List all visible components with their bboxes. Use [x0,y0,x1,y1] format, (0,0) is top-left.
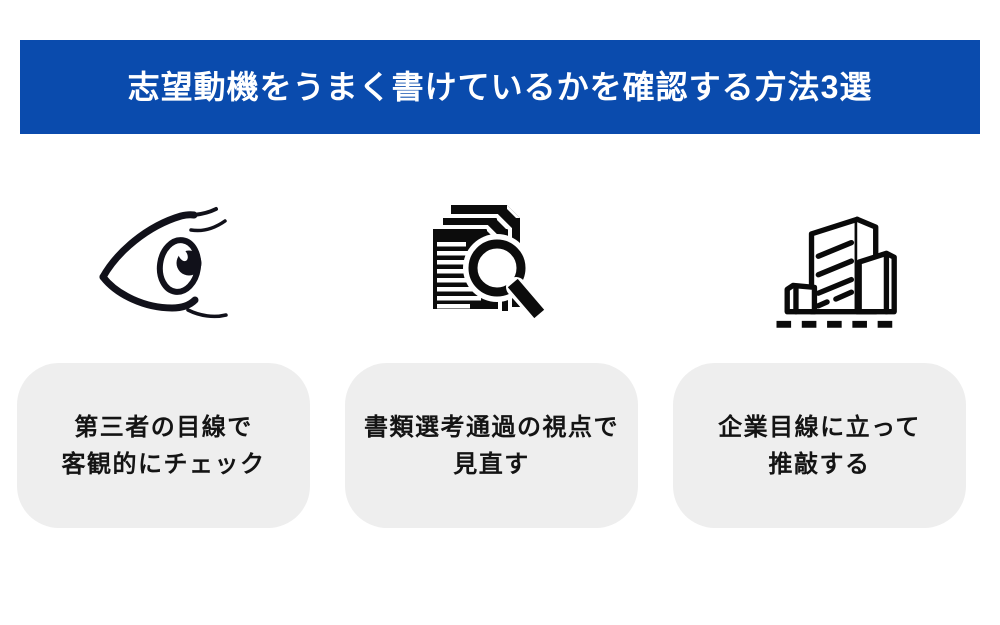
icon-area-2 [345,190,638,340]
eye-icon [99,207,228,319]
method-card-3-line-1: 企業目線に立って [718,413,921,441]
method-card-2-line-1: 書類選考通過の視点で [364,413,619,441]
icon-area-1 [17,190,310,340]
method-card-1-line-2: 客観的にチェック [61,450,266,478]
office-buildings-icon [776,216,897,328]
icon-area-3 [673,190,966,340]
method-column-1: 第三者の目線で 客観的にチェック [17,190,310,528]
method-card-2: 書類選考通過の視点で 見直す [345,363,638,528]
method-column-3: 企業目線に立って 推敲する [673,190,966,528]
method-column-2: 書類選考通過の視点で 見直す [345,190,638,528]
method-card-3: 企業目線に立って 推敲する [673,363,966,528]
method-card-2-line-2: 見直す [453,450,530,478]
method-card-1-line-1: 第三者の目線で [74,413,253,441]
documents-magnifier-icon [428,205,548,322]
method-card-3-line-2: 推敲する [768,450,871,478]
method-card-1: 第三者の目線で 客観的にチェック [17,363,310,528]
page-title: 志望動機をうまく書けているかを確認する方法3選 [127,69,873,105]
title-banner: 志望動機をうまく書けているかを確認する方法3選 [20,40,980,134]
